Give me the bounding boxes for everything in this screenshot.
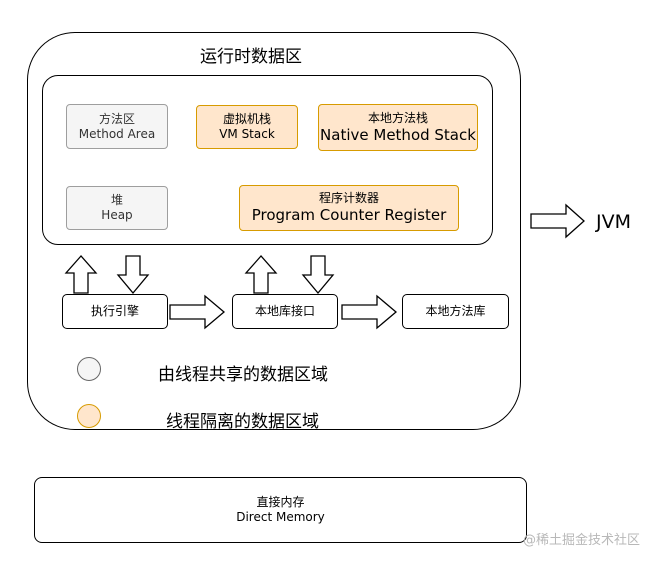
native-interface-block: 本地库接口 xyxy=(232,294,338,329)
direct-memory-zh: 直接内存 xyxy=(256,495,305,509)
direct-memory-block: 直接内存 Direct Memory xyxy=(34,477,527,543)
up-arrow-engine-icon xyxy=(64,255,98,294)
right-arrow-engine-to-interface-icon xyxy=(169,294,226,330)
heap-en: Heap xyxy=(101,208,133,222)
shared-legend-label: 由线程共享的数据区域 xyxy=(158,365,328,385)
native-method-stack-zh: 本地方法栈 xyxy=(367,110,428,125)
heap-zh: 堆 xyxy=(110,193,123,207)
memory-regions-container xyxy=(42,75,493,245)
vm-stack-zh: 虚拟机栈 xyxy=(222,112,271,126)
private-legend-swatch xyxy=(77,404,101,428)
method-area-block: 方法区 Method Area xyxy=(66,104,168,149)
runtime-data-area xyxy=(27,32,521,430)
jvm-label: JVM xyxy=(596,211,631,233)
watermark: @稀土掘金技术社区 xyxy=(522,533,640,548)
runtime-data-area-title: 运行时数据区 xyxy=(200,47,302,67)
direct-memory-en: Direct Memory xyxy=(236,510,325,524)
shared-legend-swatch xyxy=(77,357,101,381)
program-counter-en: Program Counter Register xyxy=(251,206,447,225)
right-arrow-interface-to-library-icon xyxy=(341,294,398,330)
native-method-stack-block: 本地方法栈 Native Method Stack xyxy=(318,104,478,151)
jvm-arrow-icon xyxy=(530,203,585,239)
method-area-en: Method Area xyxy=(78,126,156,141)
down-arrow-engine-icon xyxy=(116,255,150,295)
execution-engine-block: 执行引擎 xyxy=(62,294,168,329)
up-arrow-interface-icon xyxy=(244,255,278,294)
method-area-zh: 方法区 xyxy=(98,111,135,126)
program-counter-block: 程序计数器 Program Counter Register xyxy=(239,185,459,231)
vm-stack-block: 虚拟机栈 VM Stack xyxy=(196,105,298,149)
native-library-block: 本地方法库 xyxy=(402,294,509,329)
vm-stack-en: VM Stack xyxy=(219,127,275,141)
heap-block: 堆 Heap xyxy=(66,186,168,230)
native-method-stack-en: Native Method Stack xyxy=(320,125,476,144)
program-counter-zh: 程序计数器 xyxy=(318,191,379,206)
private-legend-label: 线程隔离的数据区域 xyxy=(166,412,319,432)
down-arrow-interface-icon xyxy=(301,255,335,295)
